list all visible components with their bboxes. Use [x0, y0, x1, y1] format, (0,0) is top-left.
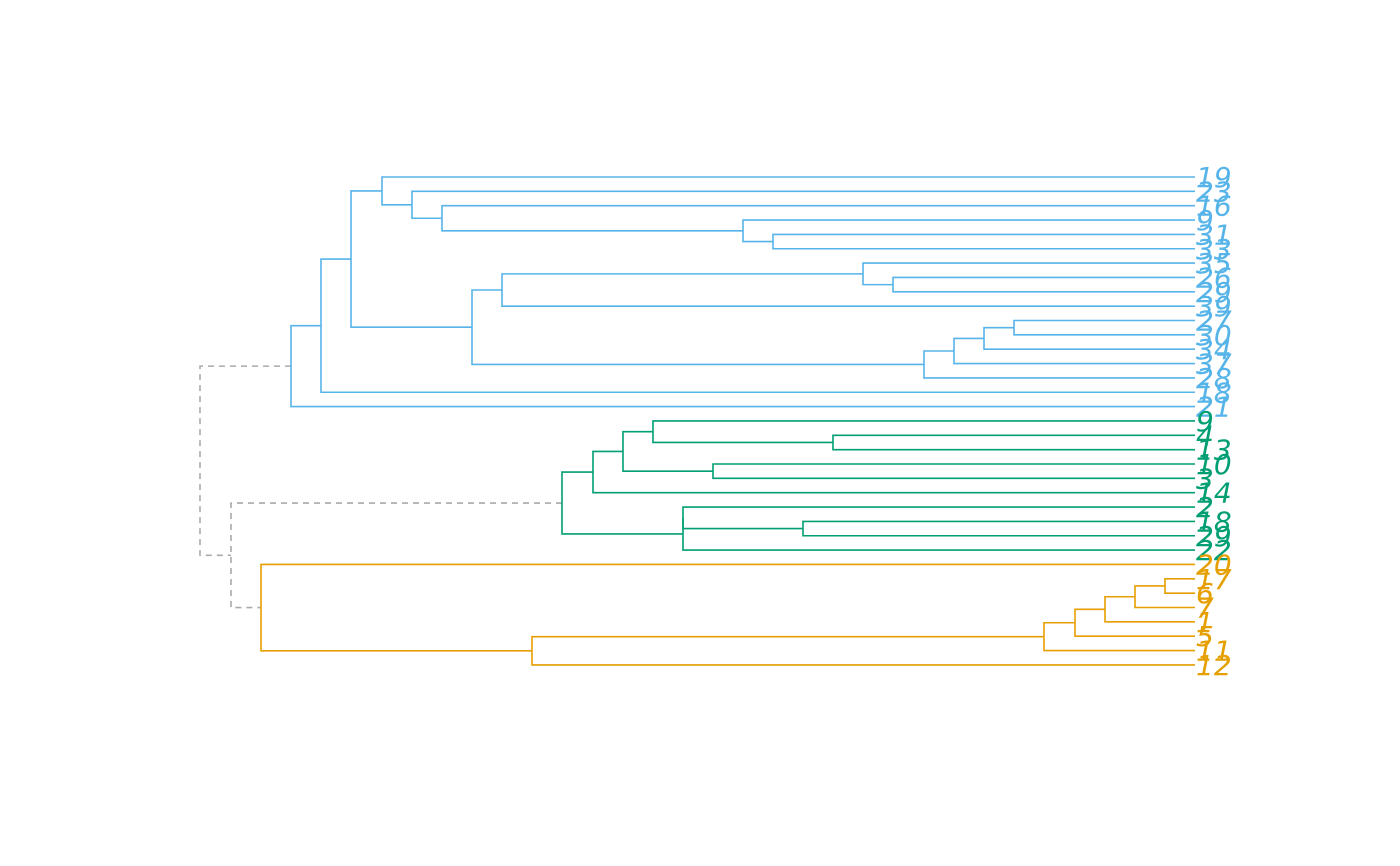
leaf-label: 2: [1196, 491, 1214, 524]
leaf-label: 4: [1196, 419, 1214, 452]
leaf-label: 21: [1196, 391, 1232, 424]
cluster-blue-links: [290, 176, 1195, 408]
leaf-label: 37: [1196, 348, 1232, 381]
branch-b_9_3133: [742, 219, 1195, 243]
leaf-label: 33: [1196, 233, 1232, 266]
branch-g_14: [592, 450, 1195, 494]
branch-b_31_33: [772, 233, 1195, 250]
branch-g_9: [652, 420, 1195, 444]
branch-b_34: [983, 326, 1195, 350]
branch-g_18_29: [802, 520, 1195, 537]
branch-g_2: [682, 506, 1195, 530]
branch-b_37: [953, 337, 1195, 365]
leaf-label: 14: [1196, 477, 1232, 510]
branch-o_11: [1043, 621, 1195, 652]
leaf-label: 5: [1196, 620, 1214, 653]
branch-g_root: [561, 471, 683, 535]
leaf-label: 16: [1196, 190, 1232, 223]
branch-o_12: [531, 635, 1195, 666]
leaf-label: 19: [1196, 161, 1232, 194]
leaf-labels: 1923169313335262939273034372818219413103…: [1196, 161, 1232, 682]
root-links: [199, 365, 562, 609]
root-branch-inner: [230, 502, 562, 609]
branch-b_top: [350, 190, 472, 329]
branch-b_16: [441, 204, 1195, 232]
branch-b_39: [501, 273, 1195, 307]
leaf-label: 6: [1196, 577, 1214, 610]
leaf-label: 28: [1196, 362, 1232, 395]
leaf-label: 9: [1196, 405, 1214, 438]
leaf-label: 9: [1196, 204, 1214, 237]
leaf-label: 29: [1196, 520, 1232, 553]
branch-b_35_2629: [862, 262, 1195, 286]
branch-b_18: [320, 258, 1195, 394]
leaf-label: 7: [1196, 592, 1214, 625]
leaf-label: 18: [1196, 376, 1232, 409]
leaf-label: 13: [1196, 434, 1232, 467]
branch-b_root: [290, 324, 1195, 408]
cluster-green-links: [561, 420, 1195, 551]
branch-b_28: [923, 350, 1195, 379]
leaf-label: 26: [1196, 261, 1232, 294]
branch-b_19: [381, 176, 1195, 206]
branch-o_17_6: [1164, 578, 1195, 594]
leaf-label: 10: [1196, 448, 1232, 481]
leaf-label: 12: [1196, 649, 1232, 682]
leaf-label: 1: [1196, 606, 1214, 639]
leaf-label: 39: [1196, 290, 1232, 323]
branch-b_23: [411, 190, 1195, 220]
branch-o_7: [1134, 585, 1195, 609]
leaf-label: 17: [1196, 563, 1232, 596]
branch-g_2b: [682, 517, 1195, 551]
branch-o_root: [260, 563, 1195, 652]
leaf-label: 18: [1196, 505, 1232, 538]
leaf-label: 27: [1196, 305, 1232, 338]
leaf-label: 11: [1196, 635, 1232, 668]
leaf-label: 22: [1196, 534, 1232, 567]
leaf-label: 30: [1196, 319, 1232, 352]
branch-b_27_30: [1013, 319, 1195, 336]
root-branch-outer: [199, 365, 291, 557]
leaf-label: 34: [1196, 333, 1232, 366]
branch-o_5: [1074, 608, 1195, 637]
branch-g_10_3: [712, 463, 1195, 480]
leaf-label: 29: [1196, 276, 1232, 309]
branch-b_26_29: [892, 276, 1195, 293]
branch-o_1: [1104, 595, 1195, 623]
leaf-label: 20: [1196, 548, 1232, 581]
branch-g_a: [622, 430, 713, 472]
cluster-orange-links: [260, 563, 1195, 666]
leaf-label: 35: [1196, 247, 1232, 280]
branch-g_4_13: [832, 434, 1195, 451]
branch-b_mid: [471, 289, 924, 366]
leaf-label: 31: [1196, 218, 1232, 251]
leaf-label: 3: [1196, 462, 1214, 495]
leaf-label: 23: [1196, 175, 1232, 208]
